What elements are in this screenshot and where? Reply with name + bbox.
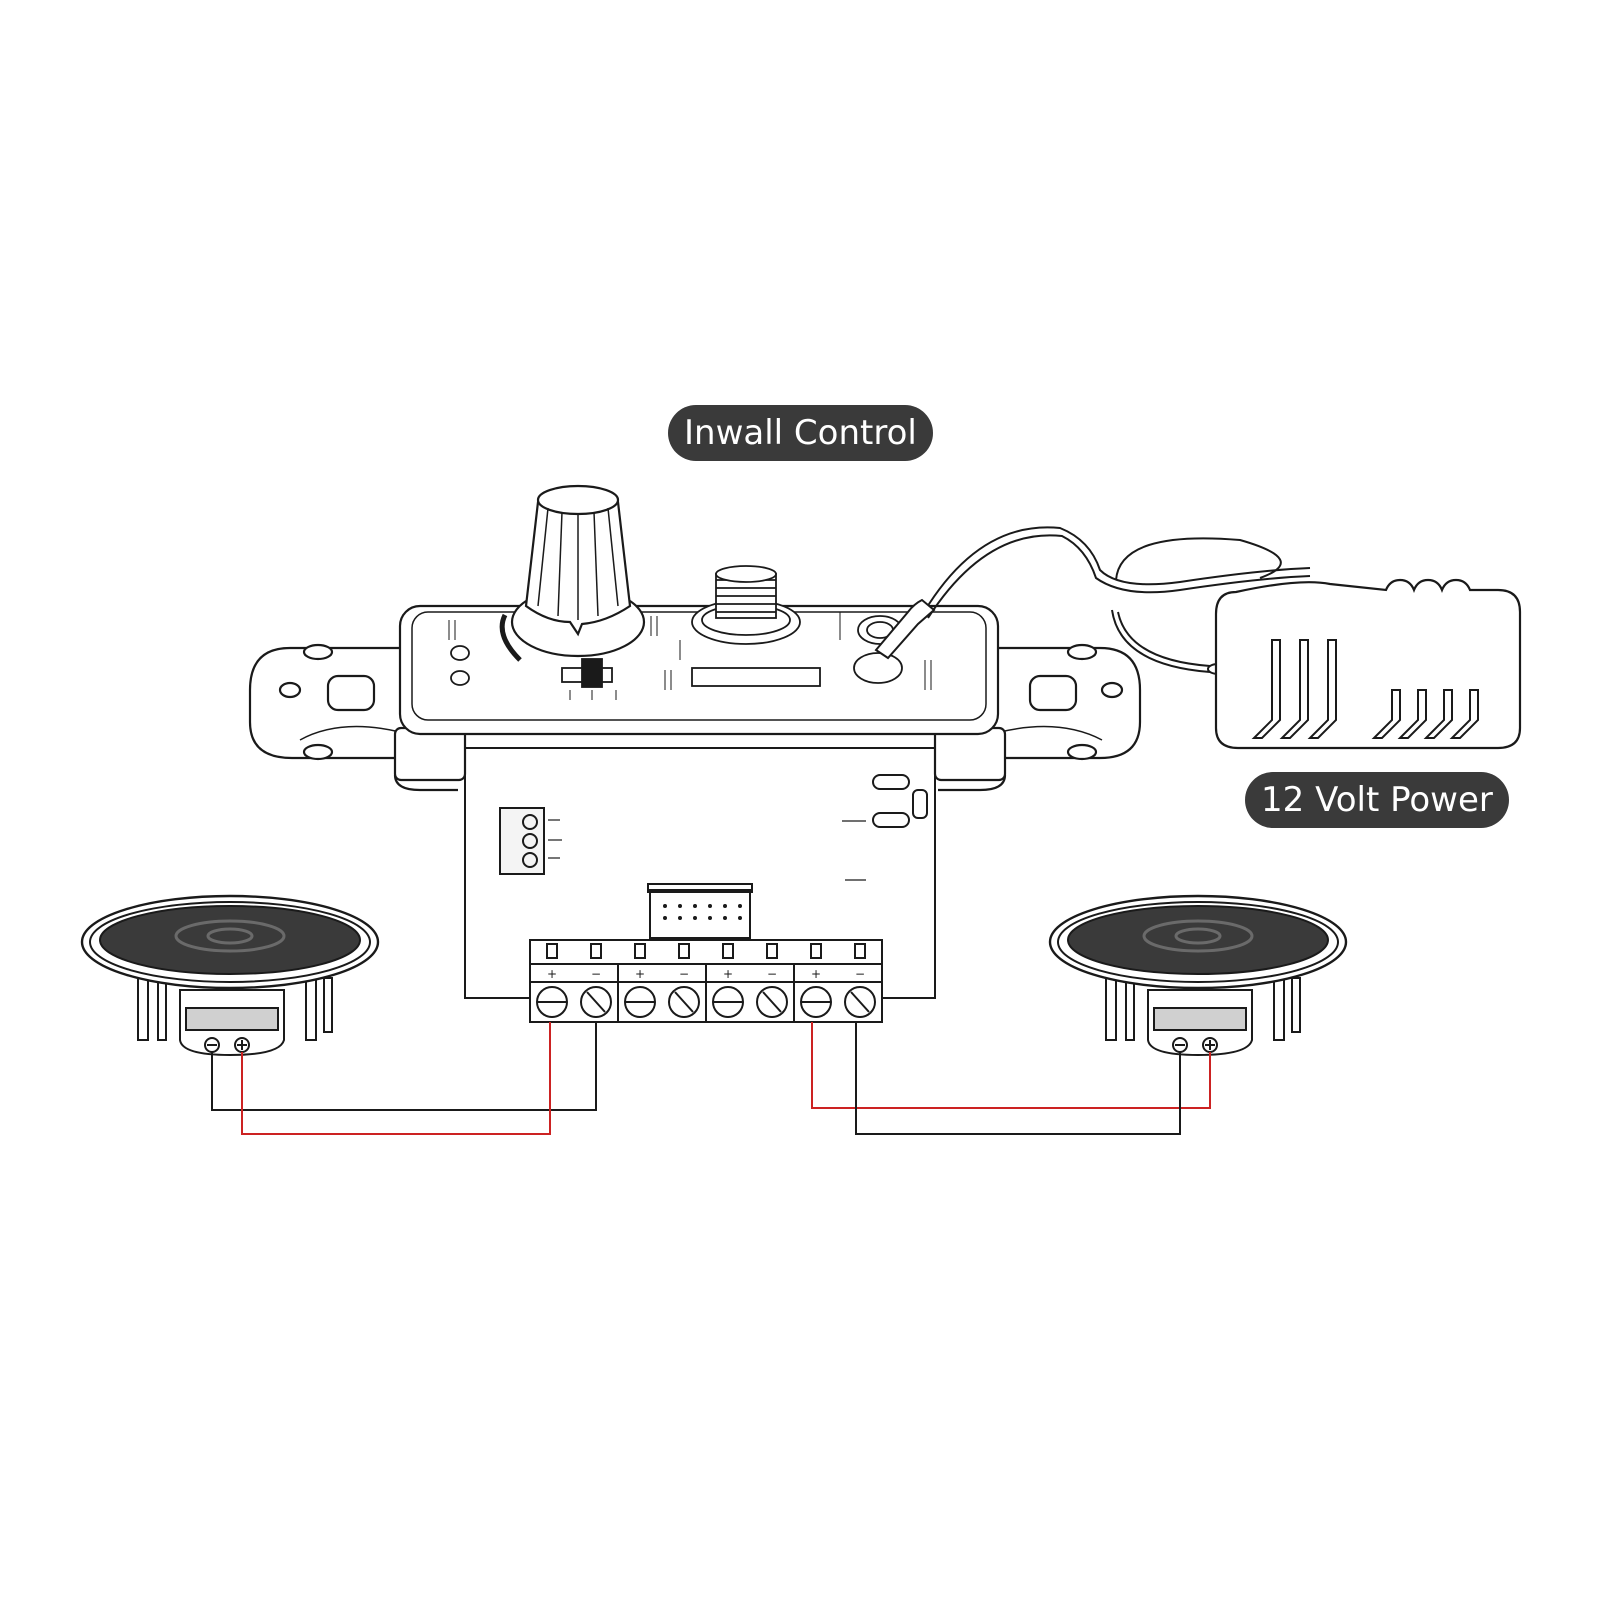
- terminal-polarity-mark: +: [547, 967, 557, 981]
- terminal-tab: [634, 943, 646, 959]
- speaker-wires: [211, 1022, 1211, 1135]
- terminal-polarity-mark: −: [855, 967, 865, 981]
- terminal-polarity-mark: +: [811, 967, 821, 981]
- speaker-left: [80, 894, 380, 1057]
- terminal-tab: [810, 943, 822, 959]
- terminal-polarity-mark: +: [635, 967, 645, 981]
- terminal-polarity-mark: −: [591, 967, 601, 981]
- inwall-control-label: Inwall Control: [668, 405, 933, 461]
- speaker-right: [1048, 894, 1348, 1057]
- right-negative-wire: [855, 1022, 1181, 1135]
- terminal-tab: [766, 943, 778, 959]
- power-cable: [874, 526, 1311, 675]
- terminal-tab: [722, 943, 734, 959]
- volume-knob: [510, 484, 646, 658]
- terminal-tab: [678, 943, 690, 959]
- terminal-polarity-mark: +: [723, 967, 733, 981]
- wall-plate: [248, 604, 1142, 792]
- left-positive-wire: [241, 1022, 551, 1135]
- terminal-tab: [590, 943, 602, 959]
- terminal-block: + − + − + − + −: [529, 939, 883, 1023]
- terminal-tab: [854, 943, 866, 959]
- terminal-polarity-mark: −: [679, 967, 689, 981]
- left-negative-wire: [211, 1022, 597, 1111]
- right-positive-wire: [811, 1022, 1211, 1109]
- faceplate-details: [448, 565, 932, 700]
- terminal-polarity-mark: −: [767, 967, 777, 981]
- power-supply-label: 12 Volt Power: [1245, 772, 1509, 828]
- power-adapter: [1214, 578, 1522, 750]
- terminal-tab: [546, 943, 558, 959]
